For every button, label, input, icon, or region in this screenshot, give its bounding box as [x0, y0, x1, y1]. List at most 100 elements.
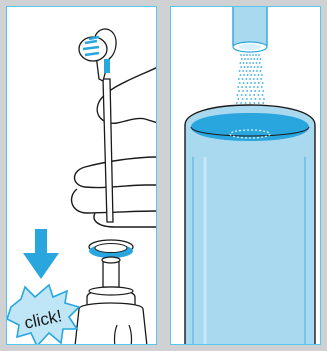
water-droplet [257, 78, 259, 80]
water-droplet [253, 86, 255, 88]
water-droplet [247, 58, 249, 60]
water-droplet [240, 102, 242, 104]
water-droplet [238, 90, 240, 92]
water-droplet [243, 74, 245, 76]
water-droplet [250, 98, 252, 100]
water-droplet [239, 62, 241, 64]
water-droplet [246, 82, 248, 84]
hand-fingers [72, 157, 157, 227]
water-droplet [254, 66, 256, 68]
water-droplet [243, 62, 245, 64]
water-droplet [257, 86, 259, 88]
water-droplet [262, 82, 264, 84]
water-droplet [245, 78, 247, 80]
water-droplet [258, 102, 260, 104]
water-droplet [255, 98, 257, 100]
nozzle-stem [103, 79, 113, 222]
water-droplet [262, 90, 264, 92]
water-droplet [254, 90, 256, 92]
water-droplet [262, 102, 264, 104]
water-droplet [257, 74, 259, 76]
water-droplet [237, 94, 239, 96]
nozzle-attach-illustration: click! [7, 7, 157, 345]
water-droplet [238, 78, 240, 80]
click-burst-callout: click! [7, 285, 79, 345]
water-droplet [246, 90, 248, 92]
water-droplet [244, 58, 246, 60]
water-droplet [239, 82, 241, 84]
water-droplet [260, 58, 262, 60]
reservoir-fill-illustration [171, 7, 321, 345]
water-droplet [249, 86, 251, 88]
water-droplet [254, 82, 256, 84]
water-droplet [244, 66, 246, 68]
water-droplet [258, 82, 260, 84]
water-droplet [259, 98, 261, 100]
water-droplet [242, 90, 244, 92]
water-droplet [243, 54, 245, 56]
water-droplet [250, 74, 252, 76]
water-droplet [240, 66, 242, 68]
water-droplet [263, 98, 265, 100]
water-droplet [236, 102, 238, 104]
water-droplet [237, 98, 239, 100]
water-droplet [250, 58, 252, 60]
water-droplet [250, 82, 252, 84]
water-droplet [261, 86, 263, 88]
water-droplet [237, 86, 239, 88]
water-droplet [243, 82, 245, 84]
water-droplet [257, 66, 259, 68]
water-droplet [240, 74, 242, 76]
water-droplet [253, 70, 255, 72]
water-droplet [249, 70, 251, 72]
water-droplet [245, 86, 247, 88]
down-arrow-icon [23, 229, 59, 279]
water-droplet [249, 94, 251, 96]
water-droplet [257, 58, 259, 60]
water-droplet [250, 66, 252, 68]
water-reservoir [185, 105, 315, 345]
handle-neck-top [102, 257, 120, 263]
water-droplet [253, 94, 255, 96]
water-droplet [249, 62, 251, 64]
water-droplet [249, 102, 251, 104]
water-droplet [242, 70, 244, 72]
water-droplet [242, 98, 244, 100]
water-droplet [249, 78, 251, 80]
water-droplet [256, 62, 258, 64]
water-droplet [260, 66, 262, 68]
water-droplet [254, 74, 256, 76]
water-droplet [240, 54, 242, 56]
water-droplet [260, 78, 262, 80]
water-droplet [253, 78, 255, 80]
water-droplet [255, 54, 257, 56]
water-droplet [246, 54, 248, 56]
water-droplet [258, 90, 260, 92]
water-droplet [241, 58, 243, 60]
water-droplet [260, 70, 262, 72]
water-droplet [241, 94, 243, 96]
water-droplet [259, 62, 261, 64]
water-droplet [262, 94, 264, 96]
water-droplet [252, 62, 254, 64]
water-droplet [257, 94, 259, 96]
water-droplet [246, 62, 248, 64]
water-droplet [249, 54, 251, 56]
water-droplet [246, 98, 248, 100]
water-droplet [247, 66, 249, 68]
right-panel-reservoir-fill [170, 6, 321, 345]
water-droplet [245, 102, 247, 104]
water-droplet [256, 70, 258, 72]
water-droplet [247, 74, 249, 76]
water-droplet [254, 102, 256, 104]
faucet-icon [233, 7, 267, 52]
left-panel-nozzle-attach: click! [6, 6, 157, 345]
nozzle-head [79, 29, 116, 81]
water-droplet [245, 94, 247, 96]
water-droplet [253, 58, 255, 60]
water-droplet [239, 70, 241, 72]
water-droplet [252, 54, 254, 56]
water-droplet [242, 78, 244, 80]
water-droplet [241, 86, 243, 88]
water-droplet [250, 90, 252, 92]
